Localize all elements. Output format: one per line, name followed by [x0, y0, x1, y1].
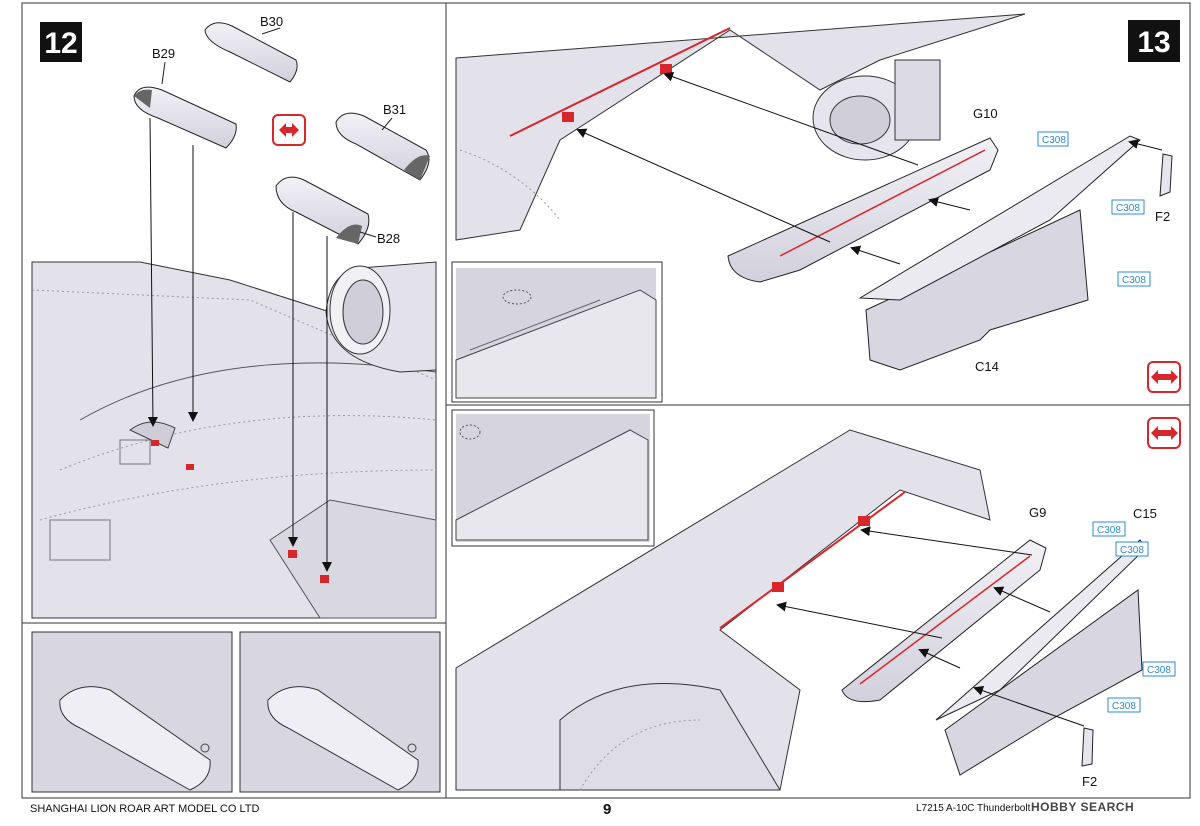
footer-page-number: 9: [603, 801, 612, 818]
watermark: HOBBY SEARCH: [1031, 800, 1135, 814]
part-c15: [935, 539, 1147, 776]
svg-text:C308: C308: [1042, 135, 1066, 146]
step13-badge: 13: [1128, 20, 1180, 62]
footer-product: L7215 A-10C Thunderbolt: [916, 803, 1031, 814]
part-b31: [335, 112, 430, 181]
footer-company: SHANGHAI LION ROAR ART MODEL CO LTD: [30, 803, 260, 815]
part-g9: [841, 539, 1047, 703]
part-b29: [133, 61, 237, 149]
label-b31: B31: [383, 102, 406, 117]
part-f2-upper: [1159, 153, 1173, 197]
callout-c308-d: C308: [1092, 521, 1126, 537]
callout-c308-e: C308: [1115, 541, 1149, 557]
part-skin-upper: [858, 135, 1141, 301]
callout-c308-f: C308: [1142, 661, 1176, 677]
engine-nacelle-lower: [559, 682, 781, 791]
label-f2-lower: F2: [1082, 774, 1097, 789]
step13-lower-leader-lines: [776, 526, 1085, 727]
label-b30: B30: [260, 14, 283, 29]
part-c14: [865, 209, 1089, 371]
detail-inset-top: [451, 261, 663, 403]
svg-text:C308: C308: [1097, 525, 1121, 536]
step13-number: 13: [1137, 26, 1170, 59]
step13-lower-panel: [445, 404, 1191, 799]
part-b28: [275, 176, 377, 245]
aircraft-fuselage-view: [31, 261, 437, 619]
wing-underside-upper: [455, 13, 1026, 241]
svg-text:C308: C308: [1147, 665, 1171, 676]
callout-c308-a: C308: [1037, 131, 1069, 147]
part-g10: [727, 137, 999, 283]
step12-leader-lines: [147, 117, 332, 572]
svg-text:C308: C308: [1112, 701, 1136, 712]
label-b29: B29: [152, 46, 175, 61]
detail-inset-bottom: [451, 409, 655, 547]
svg-text:C308: C308: [1116, 203, 1140, 214]
symmetric-arrows-icon-13a: [1147, 361, 1181, 393]
label-c14: C14: [975, 359, 999, 374]
part-f2-lower: [1081, 727, 1094, 767]
label-c15: C15: [1133, 506, 1157, 521]
detail-fairing-left: [31, 631, 233, 793]
part-b30: [204, 22, 298, 83]
step12-number: 12: [44, 27, 77, 60]
label-g10: G10: [973, 106, 998, 121]
step13-upper-leader-lines: [576, 72, 1163, 265]
callout-c308-c: C308: [1117, 271, 1151, 287]
landing-gear-wheel: [812, 59, 941, 161]
detail-fairing-right: [239, 631, 441, 793]
svg-text:C308: C308: [1122, 275, 1146, 286]
label-g9: G9: [1029, 505, 1046, 520]
symmetric-arrows-icon: [272, 114, 306, 146]
callout-c308-g: C308: [1107, 697, 1141, 713]
callout-c308-b: C308: [1111, 199, 1145, 215]
engine-nacelle: [325, 261, 437, 373]
svg-text:C308: C308: [1120, 545, 1144, 556]
label-b28: B28: [377, 231, 400, 246]
label-f2-upper: F2: [1155, 209, 1170, 224]
symmetric-arrows-icon-13b: [1147, 417, 1181, 449]
step12-badge: 12: [40, 22, 82, 62]
